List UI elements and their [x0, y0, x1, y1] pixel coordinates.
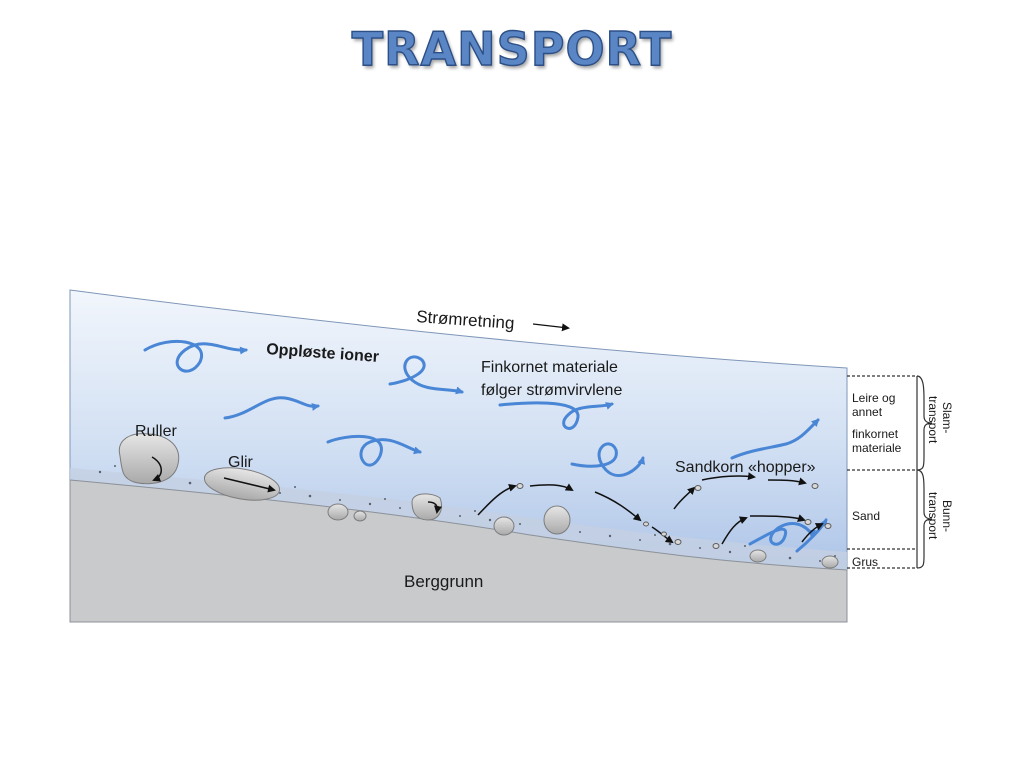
gravel-layer-label: Grus — [852, 555, 878, 569]
flow-direction-arrow — [532, 323, 570, 332]
suspension-label-1: Slam- — [940, 402, 954, 433]
sand-hops-label: Sandkorn «hopper» — [675, 459, 816, 476]
pebbles — [118, 433, 839, 569]
clay-layer-label-4: materiale — [852, 441, 902, 455]
sand-layer-label: Sand — [852, 509, 880, 523]
saltation-arrows — [151, 456, 824, 545]
bedload-brace — [916, 469, 933, 569]
clay-layer-label-2: annet — [852, 405, 883, 419]
sand-grains — [516, 483, 832, 549]
fine-material-label-2: følger strømvirvlene — [481, 382, 622, 399]
suspension-transport-label: Slam- transport — [926, 396, 954, 444]
fine-material-label-1: Finkornet materiale — [481, 359, 618, 376]
rolls-label: Ruller — [135, 423, 177, 440]
transport-diagram: Strømretning Oppløste ioner Finkornet ma… — [69, 289, 954, 623]
bedload-transport-label: Bunn- transport — [926, 492, 954, 540]
eddy-swirls — [143, 339, 828, 553]
clay-layer-label-1: Leire og — [852, 391, 895, 405]
slides-label: Glir — [228, 454, 254, 471]
layer-scale — [847, 375, 917, 569]
suspension-label-2: transport — [926, 396, 940, 444]
flow-direction-label: Strømretning — [416, 307, 515, 333]
suspension-brace — [916, 375, 933, 471]
bedload-label-1: Bunn- — [940, 500, 954, 532]
bedrock-label: Berggrunn — [404, 572, 483, 591]
bedload-label-2: transport — [926, 492, 940, 540]
clay-layer-label-3: finkornet — [852, 427, 899, 441]
slide-title: TRANSPORT — [351, 21, 673, 76]
